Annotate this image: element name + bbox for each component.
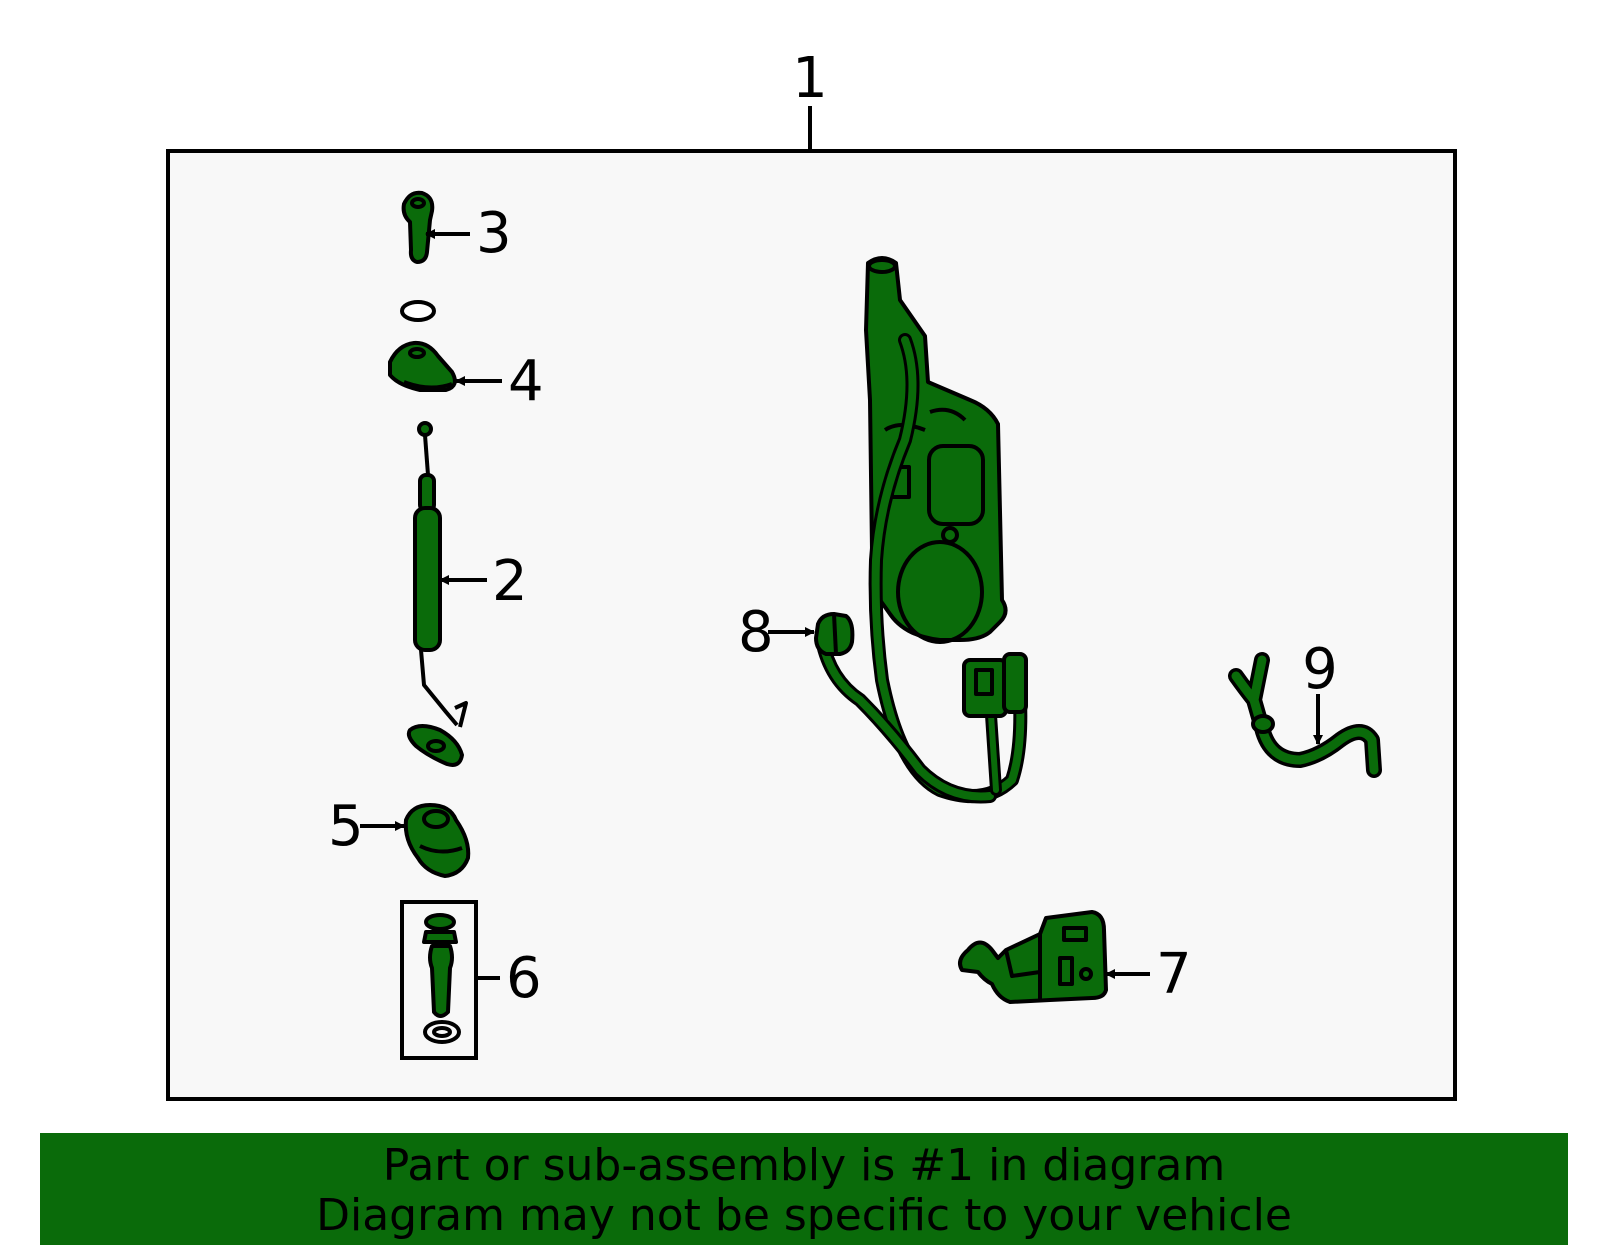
harness-connector-pair — [962, 652, 1028, 718]
part-8-connector — [814, 612, 855, 656]
callout-6: 6 — [506, 946, 542, 1011]
part-2-mast — [406, 421, 468, 767]
callout-2: 2 — [492, 549, 528, 614]
part-3-cap-nut — [401, 190, 435, 264]
assembly-frame — [166, 149, 1457, 1101]
callout-8: 8 — [738, 600, 774, 665]
banner-line-2: Diagram may not be specific to your vehi… — [316, 1190, 1292, 1241]
part-9-drain-hose — [1228, 652, 1382, 778]
part-6-screw — [422, 913, 461, 1044]
callout-9: 9 — [1302, 637, 1338, 702]
callout-7: 7 — [1156, 942, 1192, 1007]
callout-4: 4 — [508, 349, 544, 414]
part-5-grommet — [403, 803, 471, 878]
o-ring — [400, 300, 436, 322]
antenna-wire-harness — [815, 333, 1028, 804]
part-4-bezel — [388, 340, 457, 392]
banner-line-1: Part or sub-assembly is #1 in diagram — [382, 1140, 1226, 1191]
callout-3: 3 — [476, 201, 512, 266]
callout-1: 1 — [792, 46, 828, 111]
part-7-bracket — [958, 910, 1108, 1004]
info-banner: Part or sub-assembly is #1 in diagram Di… — [40, 1133, 1568, 1245]
callout-5: 5 — [328, 794, 364, 859]
